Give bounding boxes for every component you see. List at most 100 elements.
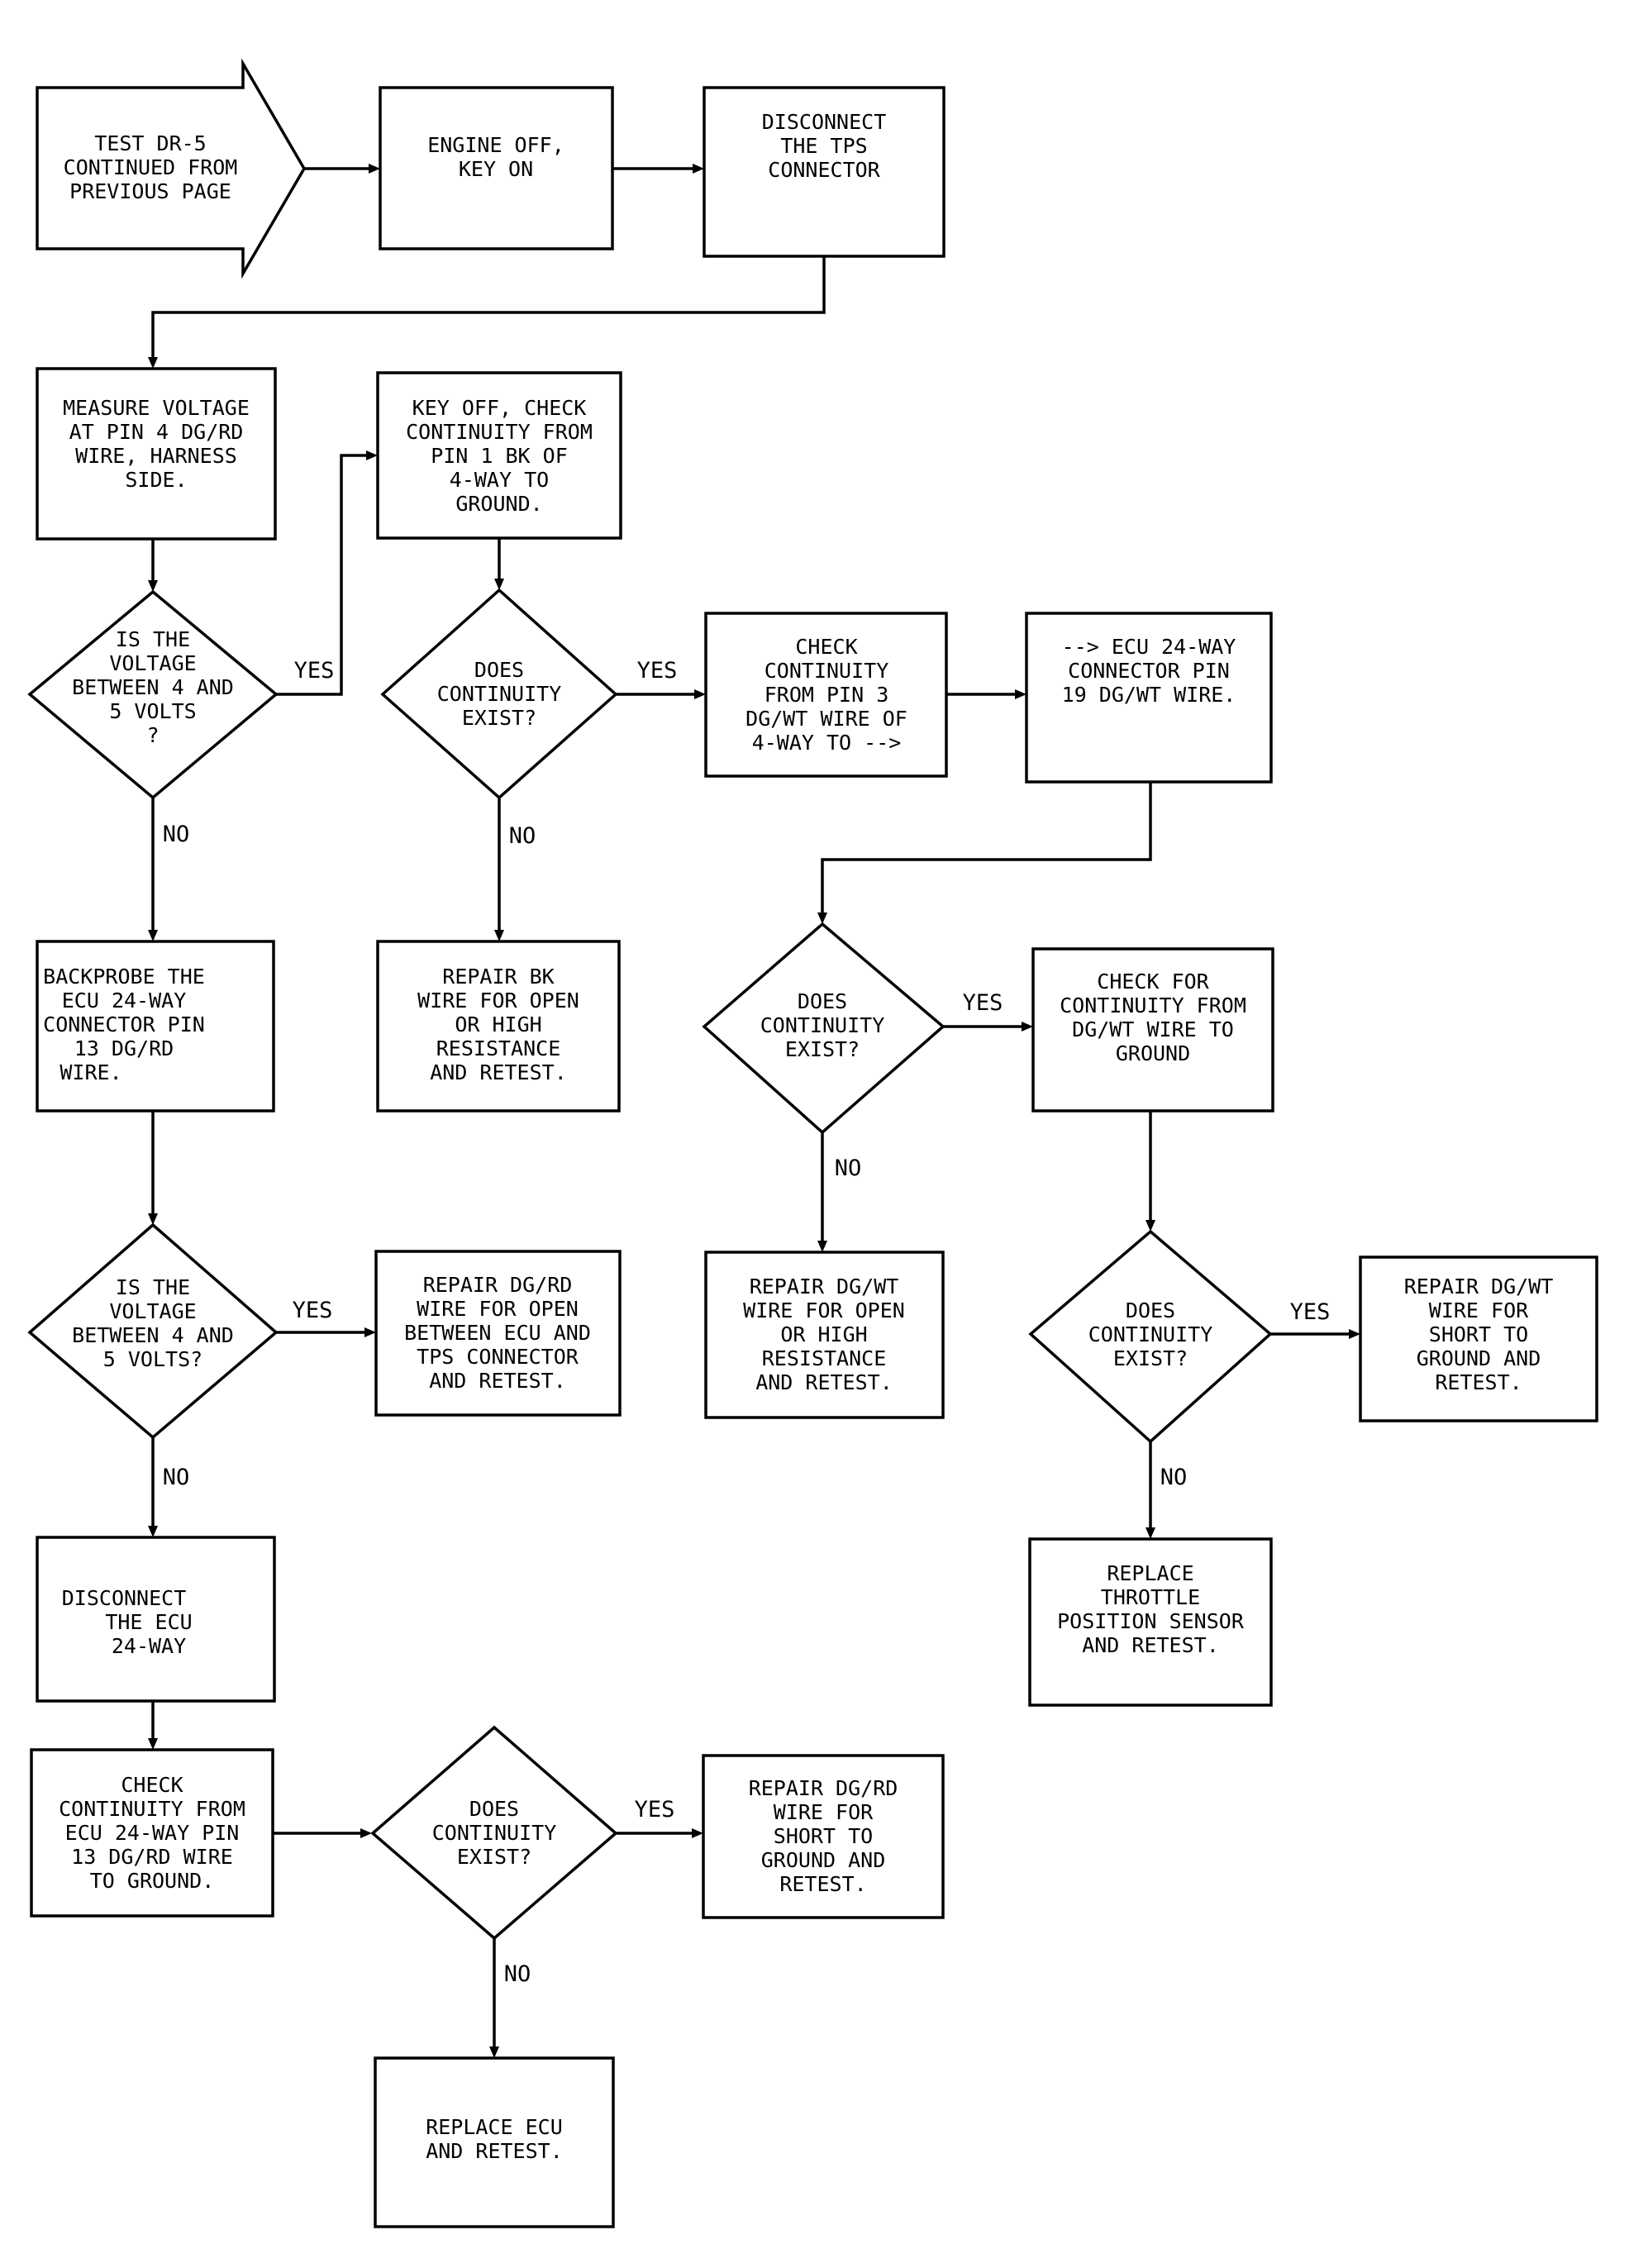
node-line: REPAIR DG/WT xyxy=(1404,1275,1554,1298)
node-line: CONNECTOR PIN xyxy=(1068,659,1230,683)
node-line: TO GROUND. xyxy=(90,1869,215,1893)
node-line: THROTTLE xyxy=(1101,1585,1200,1609)
node-line: CONTINUITY xyxy=(432,1821,557,1845)
decision-continuity-pin13: DOES CONTINUITY EXIST? xyxy=(370,1725,618,1941)
node-line: REPLACE xyxy=(1107,1561,1193,1585)
node-line: EXIST? xyxy=(457,1845,531,1869)
node-line: CONTINUITY FROM xyxy=(1060,993,1246,1017)
node-line: REPLACE ECU xyxy=(426,2115,563,2139)
label-no: NO xyxy=(835,1155,862,1181)
node-line: GROUND AND xyxy=(1417,1346,1541,1370)
node-line: KEY OFF, CHECK xyxy=(412,396,587,420)
node-line: AND RETEST. xyxy=(429,1369,566,1393)
node-line: CONTINUITY FROM xyxy=(406,420,593,444)
node-line: 24-WAY xyxy=(112,1634,186,1658)
node-line: DISCONNECT xyxy=(62,1586,187,1610)
node-line: CONNECTOR PIN xyxy=(43,1012,205,1036)
label-yes: YES xyxy=(635,1797,675,1822)
node-line: DOES xyxy=(474,658,524,682)
node-line: IS THE xyxy=(116,1275,190,1299)
node-line: REPAIR DG/RD xyxy=(749,1776,898,1800)
ecu-pin19-box: --> ECU 24-WAY CONNECTOR PIN 19 DG/WT WI… xyxy=(1025,612,1273,784)
node-line: RETEST. xyxy=(1435,1370,1522,1394)
node-line: BETWEEN 4 AND xyxy=(72,1323,234,1347)
decision-voltage-2: IS THE VOLTAGE BETWEEN 4 AND 5 VOLTS? xyxy=(27,1222,279,1440)
node-line: CONTINUITY xyxy=(1088,1322,1213,1346)
node-line: PREVIOUS PAGE xyxy=(69,179,231,203)
repair-dgwt-open-box: REPAIR DG/WT WIRE FOR OPEN OR HIGH RESIS… xyxy=(704,1251,945,1419)
node-line: WIRE FOR OPEN xyxy=(417,989,579,1012)
node-line: EXIST? xyxy=(1113,1346,1188,1370)
node-line: FROM PIN 3 xyxy=(764,683,889,707)
node-line: DOES xyxy=(1126,1298,1175,1322)
node-line: WIRE FOR xyxy=(774,1800,874,1824)
node-line: VOLTAGE xyxy=(109,1299,196,1323)
replace-tps-box: REPLACE THROTTLE POSITION SENSOR AND RET… xyxy=(1028,1537,1273,1707)
node-line: AND RETEST. xyxy=(430,1060,567,1084)
label-yes: YES xyxy=(294,658,335,684)
node-line: BETWEEN ECU AND xyxy=(404,1321,591,1345)
node-line: CONTINUED FROM xyxy=(64,155,238,179)
node-line: CONTINUITY xyxy=(760,1013,885,1037)
node-line: PIN 1 BK OF xyxy=(431,444,568,468)
node-line: BETWEEN 4 AND xyxy=(72,675,234,699)
measure-voltage-box: MEASURE VOLTAGE AT PIN 4 DG/RD WIRE, HAR… xyxy=(36,367,277,541)
node-line: WIRE FOR OPEN xyxy=(417,1297,579,1321)
node-line: RETEST. xyxy=(779,1872,866,1896)
node-line: AND RETEST. xyxy=(1082,1633,1219,1657)
node-line: SIDE. xyxy=(125,468,187,492)
connectors xyxy=(148,164,1360,2058)
node-line: WIRE FOR OPEN xyxy=(743,1298,905,1322)
check-pin13-ground-box: CHECK CONTINUITY FROM ECU 24-WAY PIN 13 … xyxy=(30,1748,274,1918)
backprobe-box: BACKPROBE THE ECU 24-WAY CONNECTOR PIN 1… xyxy=(36,940,275,1113)
decision-continuity-dgwt: DOES CONTINUITY EXIST? xyxy=(702,922,945,1135)
node-line: MEASURE VOLTAGE xyxy=(63,396,250,420)
node-line: 5 VOLTS? xyxy=(103,1347,202,1371)
label-no: NO xyxy=(1160,1465,1188,1490)
label-no: NO xyxy=(163,822,190,847)
repair-dgrd-open-box: REPAIR DG/RD WIRE FOR OPEN BETWEEN ECU A… xyxy=(374,1250,622,1417)
node-line: WIRE, HARNESS xyxy=(75,444,237,468)
node-line: CHECK FOR xyxy=(1097,970,1209,993)
edge-labels: YES NO YES NO YES NO YES NO YES NO YES N… xyxy=(163,658,1331,1987)
node-line: ? xyxy=(146,723,159,747)
node-line: REPAIR BK xyxy=(442,965,554,989)
node-line: CHECK xyxy=(121,1773,183,1797)
start-node: TEST DR-5 CONTINUED FROM PREVIOUS PAGE xyxy=(36,58,307,279)
node-line: 13 DG/RD WIRE xyxy=(71,1845,233,1869)
node-line: EXIST? xyxy=(462,706,536,730)
decision-continuity-bk: DOES CONTINUITY EXIST? xyxy=(380,588,618,800)
node-line: WIRE FOR xyxy=(1429,1298,1529,1322)
node-line: THE ECU xyxy=(105,1610,192,1634)
node-line: OR HIGH xyxy=(455,1012,541,1036)
node-line: SHORT TO xyxy=(774,1824,873,1848)
node-line: CONTINUITY xyxy=(764,659,889,683)
node-line: CONTINUITY xyxy=(437,682,562,706)
node-line: 13 DG/RD xyxy=(74,1036,174,1060)
label-no: NO xyxy=(509,823,536,849)
decision-voltage-1: IS THE VOLTAGE BETWEEN 4 AND 5 VOLTS ? xyxy=(27,589,279,800)
node-line: EXIST? xyxy=(785,1037,860,1061)
node-line: 4-WAY TO xyxy=(450,468,549,492)
node-line: 19 DG/WT WIRE. xyxy=(1062,683,1236,707)
node-line: DOES xyxy=(798,989,847,1013)
node-line: VOLTAGE xyxy=(109,651,196,675)
node-line: REPAIR DG/WT xyxy=(750,1275,899,1298)
label-yes: YES xyxy=(1290,1299,1331,1325)
node-line: --> ECU 24-WAY xyxy=(1062,635,1236,659)
node-line: GROUND AND xyxy=(761,1848,886,1872)
label-no: NO xyxy=(163,1465,190,1490)
node-line: GROUND. xyxy=(455,492,542,516)
node-line: CONNECTOR xyxy=(768,158,880,182)
repair-dgrd-short-box: REPAIR DG/RD WIRE FOR SHORT TO GROUND AN… xyxy=(702,1754,945,1919)
repair-dgwt-short-box: REPAIR DG/WT WIRE FOR SHORT TO GROUND AN… xyxy=(1359,1256,1598,1422)
label-yes: YES xyxy=(293,1298,333,1323)
node-line: 4-WAY TO --> xyxy=(752,731,902,755)
node-line: ENGINE OFF, xyxy=(427,133,564,157)
check-pin3-box: CHECK CONTINUITY FROM PIN 3 DG/WT WIRE O… xyxy=(704,612,948,778)
node-line: OR HIGH xyxy=(780,1322,867,1346)
decision-continuity-ground: DOES CONTINUITY EXIST? xyxy=(1028,1229,1273,1444)
disconnect-tps-box: DISCONNECT THE TPS CONNECTOR xyxy=(703,86,945,258)
node-line: REPAIR DG/RD xyxy=(423,1273,573,1297)
